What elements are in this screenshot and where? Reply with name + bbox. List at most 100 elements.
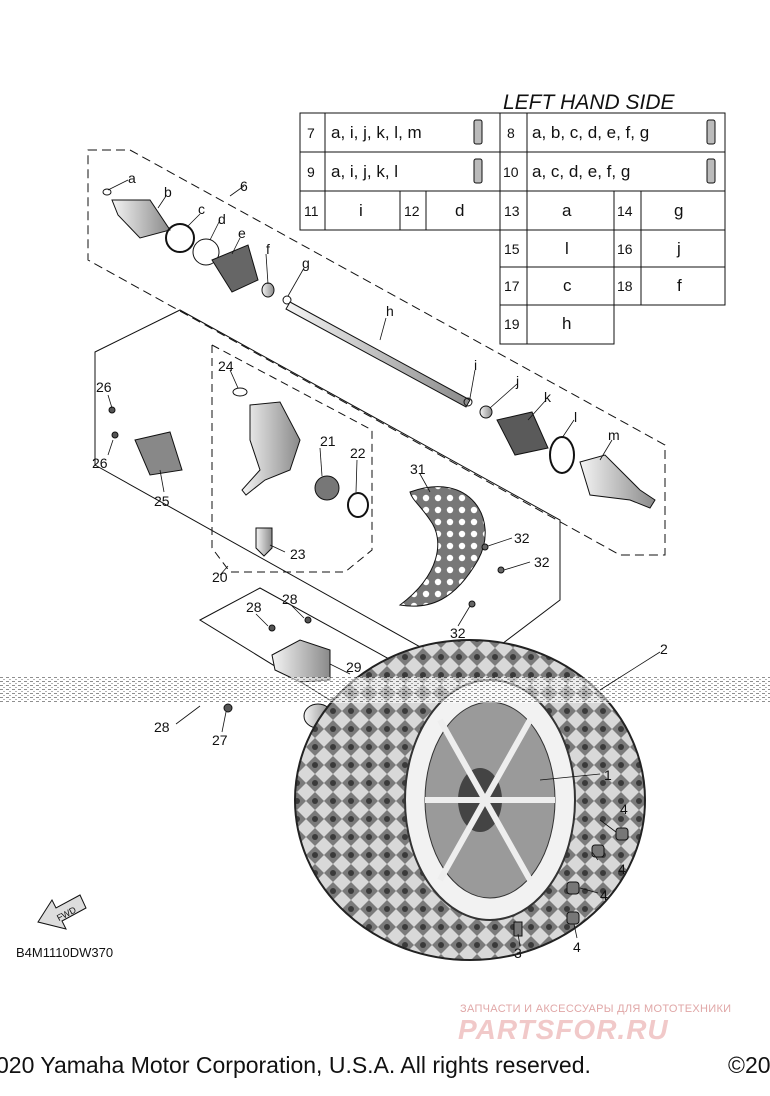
legend-num-16: 16 — [617, 241, 633, 257]
copyright-text-right: ©20 — [728, 1052, 770, 1078]
bolt-28 — [268, 624, 276, 632]
callout-21: 21 — [320, 433, 336, 449]
drive-shaft-parts — [102, 188, 656, 509]
shaft-h — [285, 301, 471, 408]
rim-spoke-lines — [425, 718, 555, 882]
callout-b: b — [164, 184, 172, 200]
legend-num-13: 13 — [504, 203, 520, 219]
callout-28-b: 28 — [282, 591, 298, 607]
callout-26-upper: 26 — [96, 379, 112, 395]
legend-num-11: 11 — [304, 203, 319, 219]
callout-m: m — [608, 427, 620, 443]
callout-4-a: 4 — [620, 801, 628, 817]
callout-26-lower: 26 — [92, 455, 108, 471]
callout-4-b: 4 — [618, 861, 626, 877]
callout-d: d — [218, 211, 226, 227]
callout-j: j — [515, 373, 519, 389]
grease-tube-icons — [473, 119, 716, 184]
legend-parts-12: d — [455, 201, 464, 220]
legend-num-12: 12 — [404, 203, 420, 219]
callout-29: 29 — [346, 659, 362, 675]
callout-32-b: 32 — [534, 554, 550, 570]
kit-legend-table — [299, 112, 726, 345]
callout-31: 31 — [410, 461, 426, 477]
callout-28-c: 28 — [154, 719, 170, 735]
fwd-arrow-icon: FWD — [37, 894, 87, 930]
lug-nuts-4 — [513, 827, 629, 937]
brake-disc-31 — [398, 486, 486, 607]
scan-noise-band — [0, 677, 770, 703]
legend-num-18: 18 — [617, 278, 633, 294]
grease-tube-icon — [473, 119, 483, 145]
brake-group-outline — [94, 309, 561, 673]
circlip-i — [463, 397, 473, 407]
bolt-27 — [223, 703, 233, 713]
callout-23: 23 — [290, 546, 306, 562]
callout-1: 1 — [604, 767, 612, 783]
legend-parts-16: j — [676, 239, 681, 258]
bolt-26-lower — [111, 431, 119, 439]
callout-20: 20 — [212, 569, 228, 585]
knuckle-21-body — [241, 401, 301, 496]
legend-parts-10: a, c, d, e, f, g — [532, 162, 630, 181]
copyright-text: 020 Yamaha Motor Corporation, U.S.A. All… — [0, 1052, 591, 1078]
bolt-28 — [304, 616, 312, 624]
lug-nut-4 — [615, 827, 629, 841]
band-d — [192, 238, 220, 266]
callout-4-c: 4 — [600, 887, 608, 903]
legend-parts-17: c — [563, 276, 572, 295]
legend-num-19: 19 — [504, 316, 520, 332]
grease-tube-icon — [706, 158, 716, 184]
callout-labels: a b c d e f g h i j k l m 6 24 26 26 25 … — [92, 170, 668, 961]
circlip-22 — [347, 492, 369, 518]
legend-num-15: 15 — [504, 241, 520, 257]
callout-32-a: 32 — [514, 530, 530, 546]
watermark-tagline: ЗАПЧАСТИ И АКСЕССУАРЫ ДЛЯ МОТОТЕХНИКИ — [460, 1003, 732, 1015]
bolt-32 — [481, 543, 489, 551]
guard-25 — [134, 431, 183, 476]
callout-c: c — [198, 201, 205, 217]
drive-shaft-assembly-outline — [87, 149, 666, 556]
knuckle-parts — [108, 387, 369, 557]
callout-28-a: 28 — [246, 599, 262, 615]
band-l — [549, 436, 575, 474]
callout-g: g — [302, 255, 310, 271]
callout-f: f — [266, 241, 270, 257]
callout-27: 27 — [212, 732, 228, 748]
callout-24: 24 — [218, 358, 234, 374]
side-heading: LEFT HAND SIDE — [503, 91, 676, 114]
boot-k — [496, 411, 549, 456]
hub-parts — [223, 616, 333, 729]
callout-3: 3 — [514, 945, 522, 961]
lug-nut-4 — [566, 881, 580, 895]
legend-num-8: 8 — [507, 125, 515, 141]
callout-h: h — [386, 303, 394, 319]
callout-i: i — [474, 357, 477, 373]
lug-nut-4 — [566, 911, 580, 925]
knuckle-assembly-outline — [211, 344, 373, 573]
legend-parts-14: g — [674, 201, 683, 220]
ring-g — [282, 295, 292, 305]
legend-parts-18: f — [677, 276, 682, 295]
callout-a: a — [128, 170, 136, 186]
callout-4-d: 4 — [573, 939, 581, 955]
legend-parts-19: h — [562, 314, 571, 333]
legend-num-17: 17 — [504, 278, 520, 294]
lug-nut-4 — [591, 844, 605, 858]
legend-parts-11: i — [359, 201, 363, 220]
leader-lines — [107, 179, 661, 947]
callout-2: 2 — [660, 641, 668, 657]
legend-parts-8: a, b, c, d, e, f, g — [532, 123, 649, 142]
circlip-24 — [232, 387, 248, 397]
circlip-a — [102, 188, 112, 196]
legend-text: 7 a, i, j, k, l, m 8 a, b, c, d, e, f, g… — [304, 123, 683, 333]
grease-tube-icon — [706, 119, 716, 145]
diagram-code: B4M1110DW370 — [16, 945, 113, 960]
grease-tube-icon — [473, 158, 483, 184]
watermark-logo: PARTSFOR.RU — [458, 1014, 669, 1045]
hub-29 — [271, 639, 331, 683]
valve-3 — [513, 921, 523, 937]
band-f — [261, 282, 275, 298]
callout-22: 22 — [350, 445, 366, 461]
